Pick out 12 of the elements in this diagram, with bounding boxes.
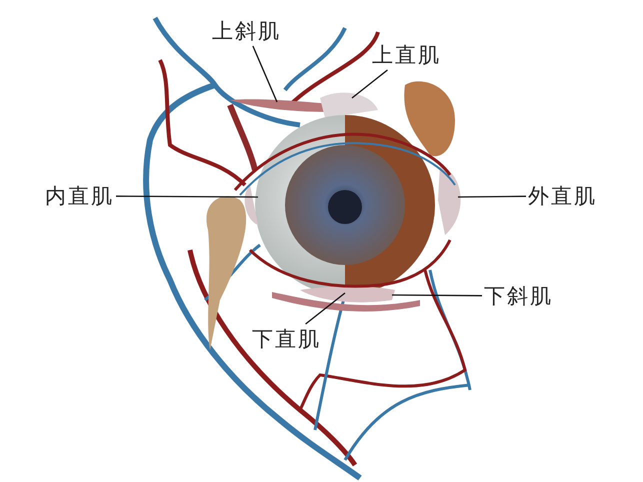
leader-line — [116, 196, 258, 198]
part-label: 下斜肌 — [484, 283, 553, 309]
part-label: 上直肌 — [372, 42, 441, 68]
part-label: 外直肌 — [528, 183, 597, 209]
leader-line — [305, 292, 346, 325]
leader-line — [392, 294, 482, 296]
part-label: 上斜肌 — [212, 18, 281, 44]
part-label: 下直肌 — [252, 326, 321, 352]
part-label: 内直肌 — [45, 183, 114, 209]
leader-line — [352, 70, 388, 98]
leader-line — [458, 196, 526, 198]
leader-line — [252, 46, 278, 102]
